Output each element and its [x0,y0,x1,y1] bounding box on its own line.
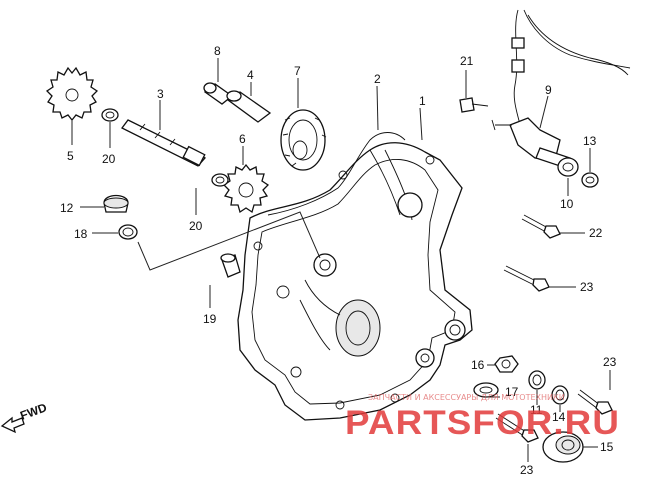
callout-2: 2 [374,72,381,86]
callout-10: 10 [560,197,574,211]
callout-9: 9 [545,83,552,97]
callout-22: 22 [589,226,603,240]
callout-7: 7 [294,64,301,78]
washer-20-b [211,173,229,187]
gear-6 [222,163,270,214]
washer-20-a [101,108,119,122]
fwd-arrow-icon [0,416,25,434]
fwd-indicator: FWD [0,400,49,434]
callout-12: 12 [60,201,74,215]
collar-14 [551,385,569,405]
callout-23-mid: 23 [580,280,594,294]
bolt-21 [459,97,489,113]
watermark: ЗАПЧАСТИ И АКСЕССУАРЫ ДЛЯ МОТОТЕХНИКИ PA… [345,393,620,442]
sensor-9 [491,9,631,169]
callout-labels: 1 2 3 4 5 6 7 8 9 10 11 12 13 14 15 16 1… [60,44,617,477]
bolt-23-b [577,389,613,415]
leader-lines [71,58,611,462]
bushing-11 [528,370,546,390]
oring-18 [118,224,138,240]
callout-1: 1 [419,94,426,108]
bolt-22 [521,214,561,239]
cap-13 [581,172,599,188]
callout-3: 3 [157,87,164,101]
callout-15: 15 [600,440,614,454]
callout-20-top: 20 [102,152,116,166]
gear-7 [280,109,327,171]
callout-13: 13 [583,134,597,148]
gasket [267,132,406,216]
callout-23-bottom: 23 [520,463,534,477]
cap-12 [103,194,129,213]
callout-11: 11 [530,403,543,417]
collar-pin [203,82,272,123]
dowel-19 [220,253,241,278]
bolt-23-a [503,265,550,292]
crankcase-cover [237,142,473,421]
watermark-brand: PARTSFOR.RU [345,404,620,442]
callout-4: 4 [247,68,254,82]
fwd-label: FWD [18,400,49,423]
bolt-23-c [495,413,539,443]
callout-5: 5 [67,149,74,163]
callout-23-right: 23 [603,355,617,369]
callout-16: 16 [471,358,485,372]
callout-21: 21 [460,54,474,68]
seal-10 [557,157,579,177]
callout-19: 19 [203,312,217,326]
callout-18: 18 [74,227,88,241]
callout-14: 14 [552,410,566,424]
callout-17: 17 [505,385,519,399]
nut-16 [494,355,519,373]
watermark-tagline: ЗАПЧАСТИ И АКСЕССУАРЫ ДЛЯ МОТОТЕХНИКИ [368,393,565,402]
callout-6: 6 [239,132,246,146]
gear-5 [45,66,99,122]
callout-20-mid: 20 [189,219,203,233]
callout-8: 8 [214,44,221,58]
kick-shaft [121,119,207,167]
